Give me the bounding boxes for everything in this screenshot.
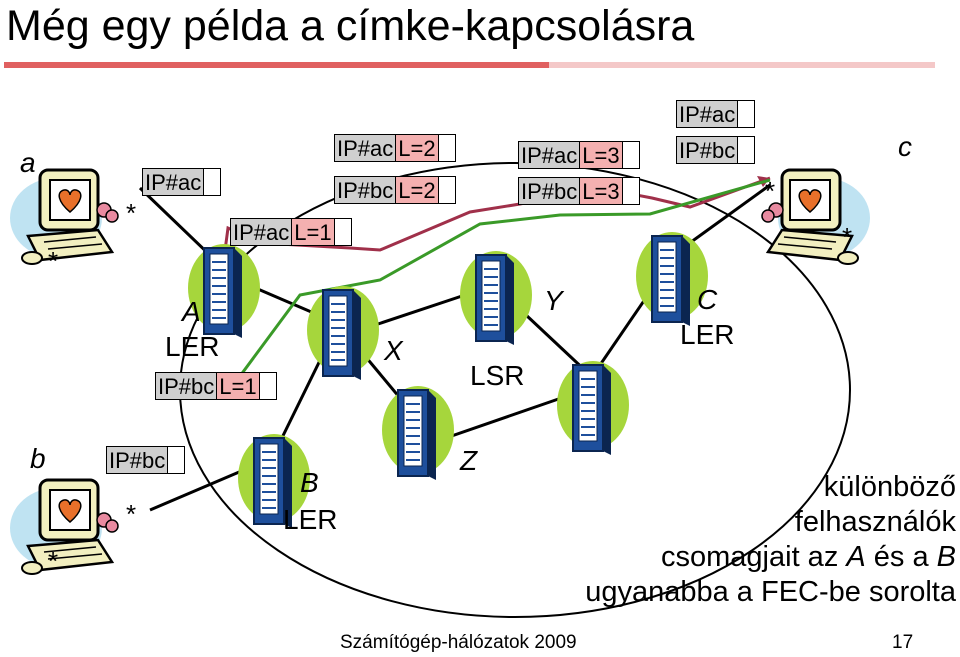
computer-b-icon (8, 478, 120, 576)
note-line-3: csomagjait az A és a B (661, 541, 956, 573)
svg-text:*: * (842, 222, 852, 252)
computer-a-icon (8, 168, 120, 266)
svg-text:*: * (48, 246, 58, 276)
packet-ip-bc-at-c: IP#bc (676, 136, 756, 164)
router-Z-icon (381, 385, 455, 481)
svg-text:*: * (765, 176, 775, 206)
title-underline (4, 62, 549, 68)
svg-text:*: * (126, 198, 136, 228)
green-path (224, 178, 771, 396)
computer-c-icon (760, 168, 872, 266)
note-line-4: ugyanabba a FEC-be sorolta (585, 576, 956, 608)
svg-text:*: * (48, 546, 58, 576)
host-c-label: c (898, 131, 912, 162)
packet-ip-ac-at-a: IP#ac (142, 168, 222, 196)
router-LSR-icon (556, 360, 630, 456)
host-a-label: a (20, 147, 36, 178)
footer-text: Számítógép-hálózatok 2009 (340, 632, 577, 653)
router-B-name: B (300, 467, 319, 498)
title-underline-fade (549, 62, 935, 68)
svg-text:*: * (126, 499, 136, 529)
router-C-type: LER (680, 319, 735, 350)
router-Z-name: Z (460, 445, 478, 476)
slide-title: Még egy példa a címke-kapcsolásra (6, 2, 695, 50)
router-X-name: X (384, 335, 403, 366)
asterisks: * * * * * * (48, 176, 852, 576)
packet-ip-ac-at-c: IP#ac (676, 100, 756, 128)
router-C-name: C (697, 284, 718, 315)
router-A-type: LER (165, 331, 220, 362)
packet-ip-bc-at-b: IP#bc (106, 446, 186, 474)
router-A-name: A (182, 296, 201, 327)
host-b-label: b (30, 443, 46, 474)
router-B-type: LER (283, 504, 338, 535)
note-line-1: különböző (823, 471, 956, 503)
router-LSR-label: LSR (470, 360, 525, 391)
router-Y-icon (459, 250, 533, 346)
explanation-note: különböző felhasználók csomagjait az A é… (585, 470, 956, 610)
note-line-2: felhasználók (794, 506, 956, 538)
page-number: 17 (892, 632, 914, 653)
router-Y-name: Y (544, 285, 563, 316)
